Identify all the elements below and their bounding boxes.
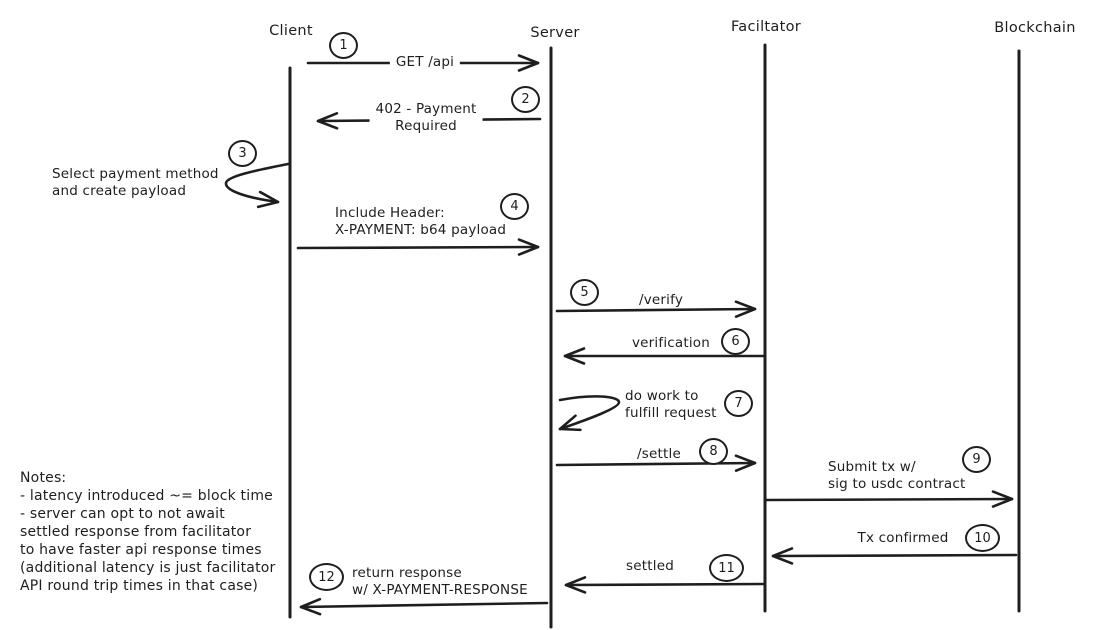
step-number-3: 3	[228, 140, 257, 167]
arrow-10-tx-confirmed	[771, 547, 1018, 565]
message-label-11: settled	[626, 558, 674, 574]
arrow-5-verify	[555, 300, 757, 318]
actor-label-blockchain: Blockchain	[994, 20, 1076, 36]
message-label-3: Select payment method and create payload	[52, 166, 219, 199]
message-label-10: Tx confirmed	[857, 530, 949, 546]
step-number-5: 5	[570, 279, 599, 306]
message-label-5: /verify	[638, 292, 684, 308]
message-label-6: verification	[631, 335, 711, 351]
step-number-12: 12	[309, 563, 344, 591]
arrow-8-settle	[555, 454, 757, 472]
message-label-2: 402 - Payment Required	[369, 101, 483, 135]
step-number-9: 9	[962, 446, 991, 473]
step-number-4: 4	[500, 193, 529, 220]
step-number-2: 2	[511, 86, 540, 113]
step-number-7: 7	[724, 390, 753, 417]
actor-label-server: Server	[530, 25, 580, 41]
arrow-9-submit-tx	[765, 490, 1014, 508]
notes-text: Notes: - latency introduced ~= block tim…	[20, 470, 276, 594]
step-number-11: 11	[709, 554, 744, 582]
message-label-8: /settle	[637, 446, 681, 462]
actor-label-client: Client	[269, 23, 313, 39]
message-label-4: Include Header: X-PAYMENT: b64 payload	[335, 205, 507, 238]
arrow-4-x-payment-header	[296, 238, 540, 256]
message-label-7: do work to fulfill request	[625, 388, 717, 421]
message-label-9: Submit tx w/ sig to usdc contract	[828, 459, 966, 492]
step-number-8: 8	[699, 438, 728, 465]
step-number-1: 1	[329, 32, 358, 59]
step-number-10: 10	[965, 524, 1000, 552]
arrow-3-self-loop-client	[224, 162, 290, 209]
actor-label-facilitator: Faciltator	[730, 19, 802, 35]
arrow-11-settled	[564, 576, 766, 594]
message-label-12: return response w/ X-PAYMENT-RESPONSE	[352, 565, 528, 598]
message-label-1: GET /api	[389, 54, 461, 71]
step-number-6: 6	[721, 328, 750, 355]
arrow-7-self-loop-server	[558, 395, 621, 432]
arrow-12-return-response	[299, 597, 549, 616]
